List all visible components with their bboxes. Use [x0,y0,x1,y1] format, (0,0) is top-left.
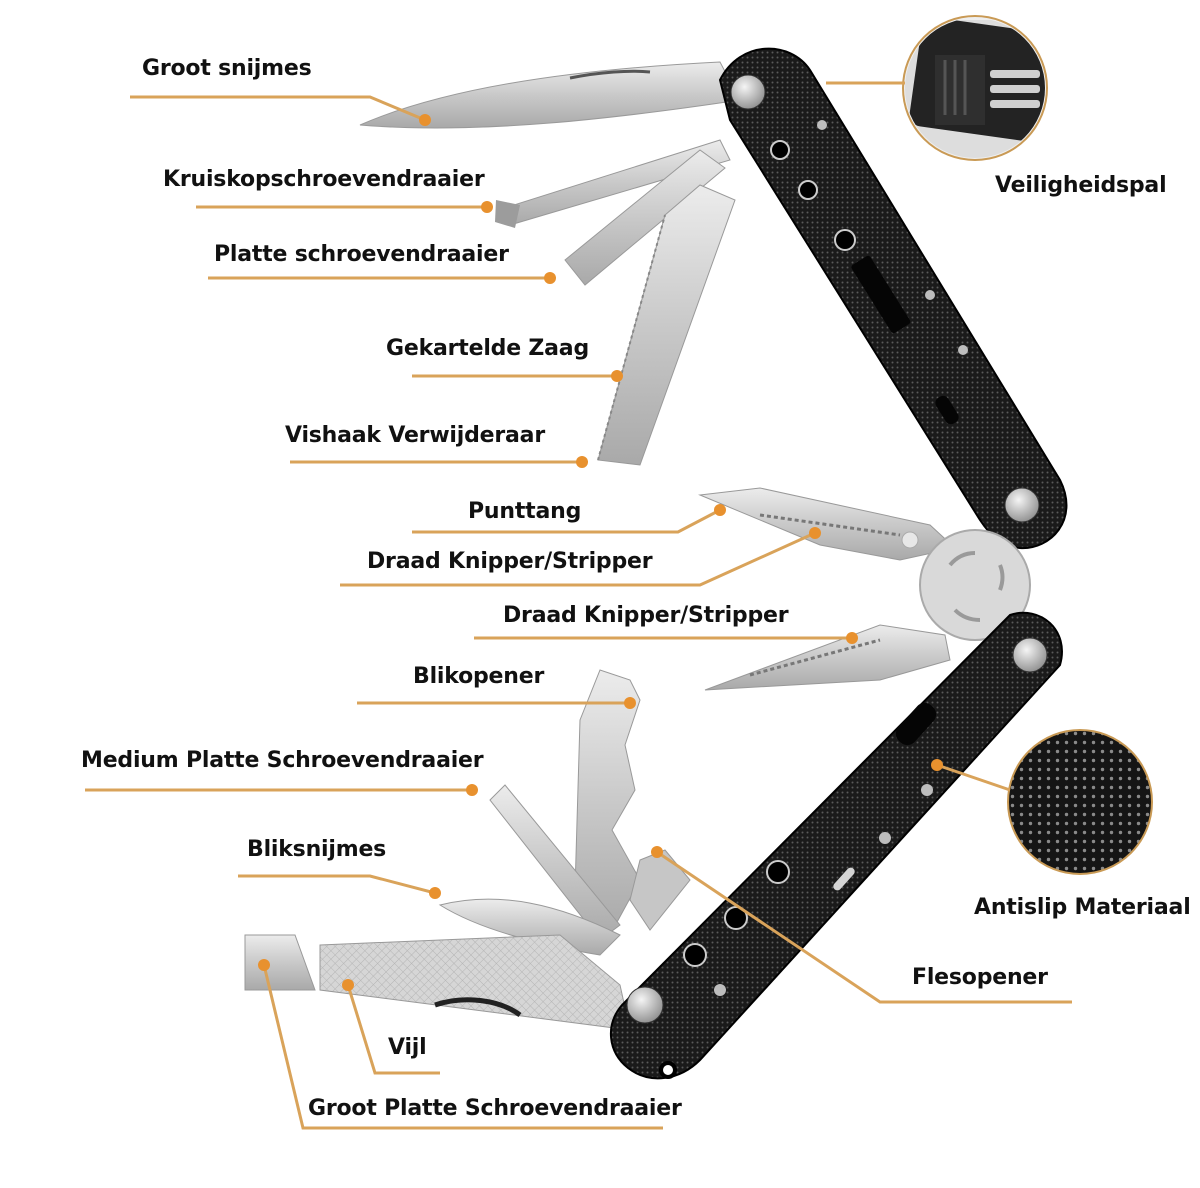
phillips-screwdriver [495,139,731,228]
label-veiligheidspal: Veiligheidspal [995,173,1167,198]
label-draad-knipper-stripper-2: Draad Knipper/Stripper [503,603,789,628]
small-knife-blade [438,898,621,956]
leader-dots [258,114,943,991]
label-kruiskopschroevendraaier: Kruiskopschroevendraaier [163,167,485,192]
leader-lines [85,81,1072,1130]
large-flat-screwdriver [244,934,316,991]
label-medium-platte-schroevendraaier: Medium Platte Schroevendraaier [81,748,484,773]
pliers [698,487,1031,691]
bottle-opener [629,849,691,931]
label-blikopener: Blikopener [413,664,545,689]
label-punttang: Punttang [468,499,582,524]
flat-screwdriver [564,149,726,286]
label-vishaak-verwijderaar: Vishaak Verwijderaar [285,423,545,448]
label-antislip-materiaal: Antislip Materiaal [974,895,1191,920]
safety-lock-detail-callout [902,15,1048,161]
lower-handle [609,611,1063,1080]
anti-slip-detail-callout [1007,729,1153,875]
medium-flat-screwdriver [489,784,621,941]
label-groot-snijmes: Groot snijmes [142,56,312,81]
label-draad-knipper-stripper-1: Draad Knipper/Stripper [367,549,653,574]
serrated-saw [597,184,736,466]
label-bliksnijmes: Bliksnijmes [247,837,387,862]
label-flesopener: Flesopener [912,965,1048,990]
label-gekartelde-zaag: Gekartelde Zaag [386,336,590,361]
label-groot-platte-schroevendraaier: Groot Platte Schroevendraaier [308,1096,682,1121]
label-vijl: Vijl [388,1035,427,1060]
label-platte-schroevendraaier: Platte schroevendraaier [214,242,509,267]
